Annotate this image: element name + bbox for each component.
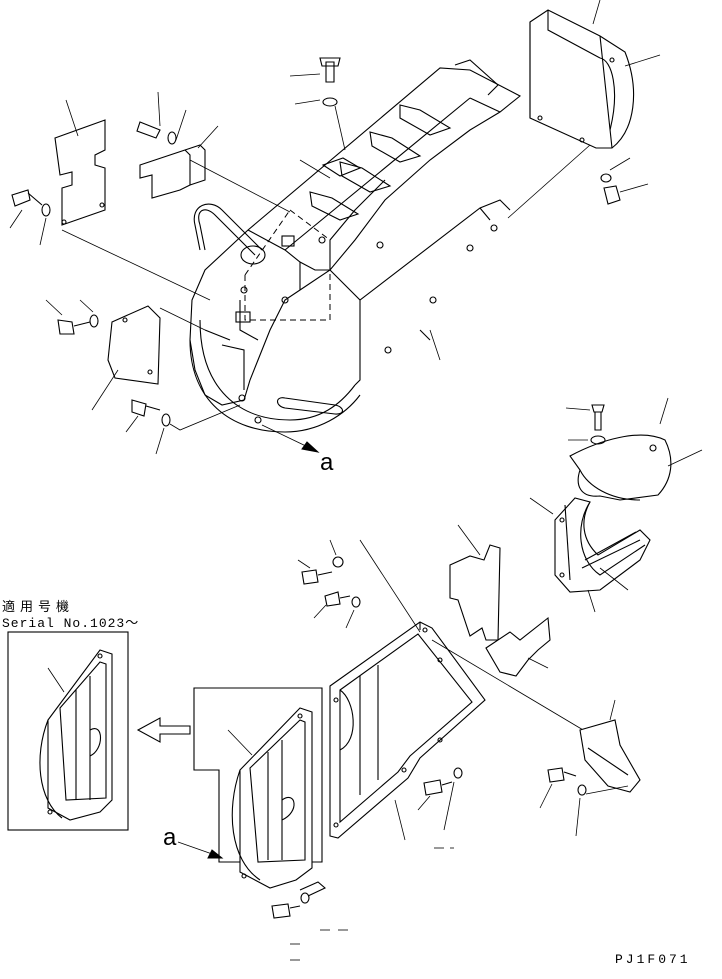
lower-fasteners (271, 539, 629, 961)
detail-view-serial (7, 631, 129, 831)
fan-shroud (529, 397, 703, 613)
upper-right-shroud (529, 0, 661, 149)
upper-bracket (139, 125, 219, 199)
lower-frame-assembly (329, 539, 601, 841)
upper-fasteners (9, 57, 649, 455)
detail-view-current (177, 687, 323, 889)
main-hood (189, 67, 522, 406)
upper-side-panel (91, 305, 161, 411)
upper-cover-assembly (189, 59, 522, 433)
serial-number-label: Serial No.1023～ (2, 616, 140, 631)
reference-arrow (136, 717, 191, 743)
drawing-code: PJ1F071 (615, 952, 691, 967)
serial-applicability-label: 適用号機 (2, 600, 75, 615)
view-a-label-top: a (320, 449, 334, 476)
upper-left-plate (54, 99, 106, 226)
lower-brackets (449, 524, 641, 793)
view-a-label-bottom: a (163, 824, 177, 851)
upper-leaders (61, 144, 591, 453)
